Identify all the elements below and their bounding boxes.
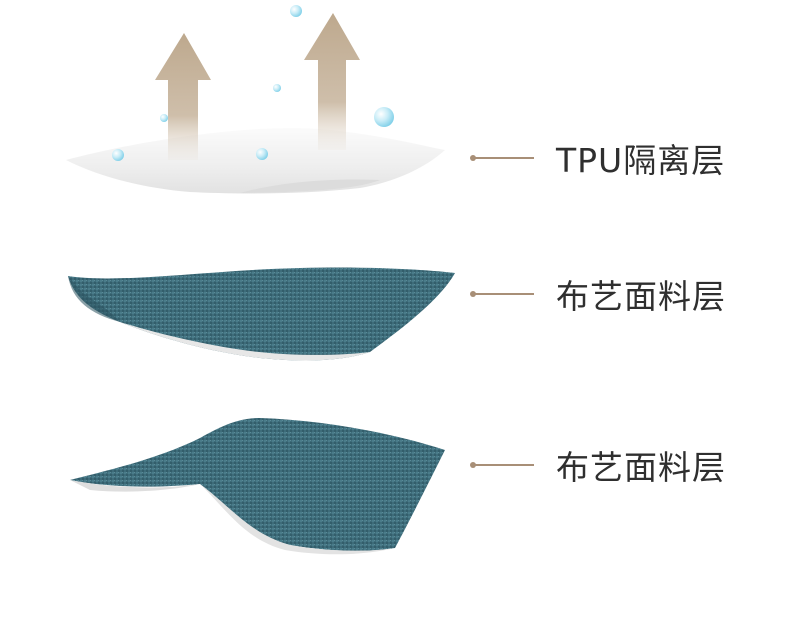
connector-line xyxy=(474,157,534,159)
connector-dot xyxy=(470,291,476,297)
layer-label: 布艺面料层 xyxy=(556,448,726,487)
callout-tpu-layer: TPU隔离层 xyxy=(470,138,725,180)
layer-label: TPU隔离层 xyxy=(556,141,726,180)
fabric-layer-bottom xyxy=(70,418,445,555)
vapor-arrow-icon xyxy=(155,33,211,160)
connector-line xyxy=(474,293,534,295)
callout-fabric-layer-1: 布艺面料层 xyxy=(470,274,726,316)
water-droplet-icon xyxy=(112,5,394,161)
callout-fabric-layer-2: 布艺面料层 xyxy=(470,445,726,487)
vapor-arrow-icon xyxy=(304,13,360,150)
fabric-layer-top xyxy=(68,267,455,361)
connector-line xyxy=(474,464,534,466)
connector-dot xyxy=(470,155,476,161)
tpu-membrane xyxy=(66,128,445,194)
connector-dot xyxy=(470,462,476,468)
layer-label: 布艺面料层 xyxy=(556,277,726,316)
